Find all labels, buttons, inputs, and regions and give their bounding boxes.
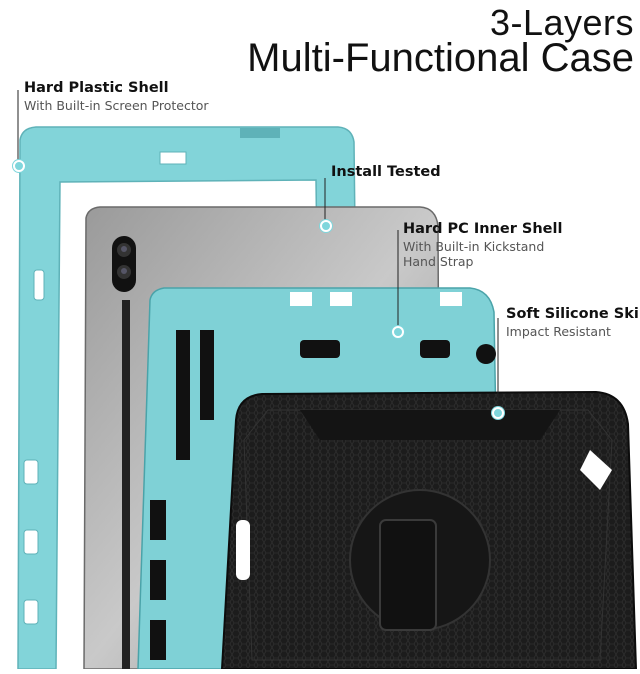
callout-subtitle: With Built-in Screen Protector xyxy=(24,98,209,113)
callout-title: Hard PC Inner Shell xyxy=(403,221,563,237)
callout-subtitle-2: Hand Strap xyxy=(403,254,474,269)
callout-hard-plastic-shell: Hard Plastic Shell With Built-in Screen … xyxy=(24,80,209,113)
callout-dot-hard-plastic xyxy=(13,160,25,172)
callout-subtitle: With Built-in Kickstand xyxy=(403,239,545,254)
heading-line-1: 3-Layers xyxy=(489,2,634,43)
callout-soft-silicone-skin: Soft Silicone Skin Impact Resistant xyxy=(506,306,640,339)
callout-dot-pc-inner xyxy=(392,326,404,338)
callout-dot-install xyxy=(320,220,332,232)
callout-title: Install Tested xyxy=(331,164,441,180)
soft-silicone-skin-graphic xyxy=(220,390,638,670)
callout-install-tested: Install Tested xyxy=(331,164,441,180)
callout-hard-pc-inner-shell: Hard PC Inner Shell With Built-in Kickst… xyxy=(403,221,562,269)
callout-title: Hard Plastic Shell xyxy=(24,80,169,96)
callout-title: Soft Silicone Skin xyxy=(506,306,640,322)
heading-line-2: Multi-Functional Case xyxy=(247,36,634,80)
callout-lines xyxy=(17,90,499,410)
callout-dot-silicone xyxy=(492,407,504,419)
callout-subtitle: Impact Resistant xyxy=(506,324,611,339)
